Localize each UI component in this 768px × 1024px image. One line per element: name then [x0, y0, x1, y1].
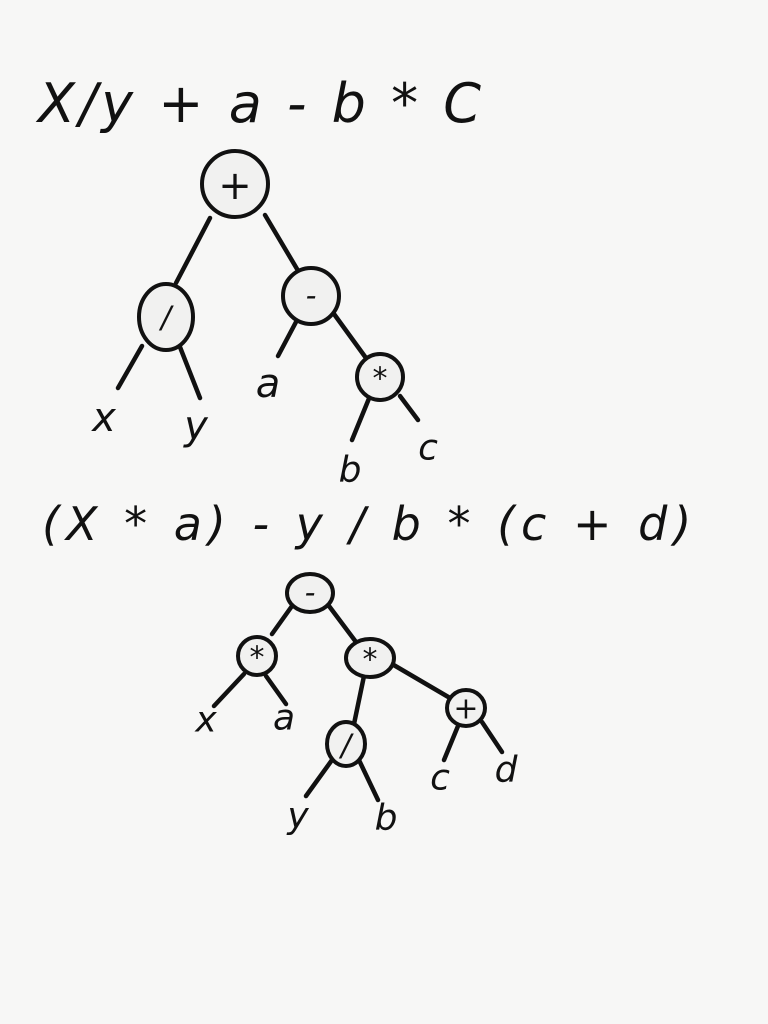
node-circle: [445, 688, 487, 728]
node-label: +: [453, 692, 478, 727]
expression-tree-1: X/y + a - b * C + / - *: [35, 72, 485, 491]
node-label: +: [218, 163, 252, 209]
node-label: *: [373, 362, 388, 397]
edge-mul-b: [349, 393, 373, 443]
tree-2-leaf-b: b: [375, 798, 398, 839]
edge-plus-div: [173, 215, 213, 286]
edge-mulleft-a: [263, 673, 289, 707]
edge-mulleft-x: [211, 671, 247, 709]
node-label: -: [305, 576, 316, 611]
tree-2-node-div: /: [325, 720, 367, 768]
tree-2-node-mul-left: *: [236, 635, 278, 677]
edge-plus-c: [441, 723, 461, 763]
node-label: -: [306, 279, 317, 314]
tree-2-node-plus: +: [445, 688, 487, 728]
node-circle: [281, 266, 341, 326]
node-label: /: [338, 729, 354, 764]
node-circle: [355, 352, 405, 402]
node-label: /: [158, 301, 174, 336]
node-circle: [236, 635, 278, 677]
edge-minus-mul: [331, 311, 369, 361]
tree-2-leaf-d: d: [495, 750, 519, 791]
node-circle: [344, 637, 396, 679]
tree-1-node-minus: -: [281, 266, 341, 326]
tree-1-leaf-b: b: [339, 450, 362, 491]
tree-2-node-minus: -: [285, 572, 335, 614]
tree-1-expression: X/y + a - b * C: [35, 72, 485, 135]
tree-1-node-mul: *: [355, 352, 405, 402]
edge-minus-mulright: [323, 599, 359, 645]
tree-1-node-div: /: [137, 282, 195, 352]
node-circle: [325, 720, 367, 768]
edge-minus-a: [275, 319, 299, 359]
tree-1-leaf-c: c: [418, 428, 438, 469]
node-circle: [200, 149, 270, 219]
tree-1-leaf-y: y: [183, 403, 209, 449]
edge-div-y: [175, 339, 203, 401]
tree-1-leaf-a: a: [256, 361, 281, 407]
tree-2-leaf-y: y: [286, 796, 309, 837]
edge-div-b: [355, 755, 381, 803]
node-label: *: [363, 643, 378, 678]
edge-plus-d: [479, 719, 505, 755]
node-circle: [137, 282, 195, 352]
tree-2-leaf-a: a: [273, 698, 295, 739]
node-circle: [285, 572, 335, 614]
edge-div-x: [115, 343, 145, 391]
tree-2-leaf-x: x: [194, 700, 217, 741]
expression-tree-2: (X * a) - y / b * (c + d) - * *: [42, 497, 697, 839]
tree-1-node-plus: +: [200, 149, 270, 219]
tree-1-leaf-x: x: [90, 395, 116, 441]
tree-2-expression: (X * a) - y / b * (c + d): [42, 497, 697, 551]
edge-mulright-div: [351, 673, 367, 727]
tree-2-leaf-c: c: [430, 758, 450, 799]
edge-mul-c: [397, 393, 421, 423]
tree-2-node-mul-right: *: [344, 637, 396, 679]
tree-2-edges: [211, 599, 505, 803]
edge-div-y: [303, 757, 335, 799]
node-label: *: [250, 641, 265, 676]
tree-1-edges: [115, 212, 421, 443]
edge-mulright-plus: [389, 661, 453, 701]
edge-plus-minus: [262, 212, 303, 277]
edge-minus-mulleft: [269, 603, 295, 637]
